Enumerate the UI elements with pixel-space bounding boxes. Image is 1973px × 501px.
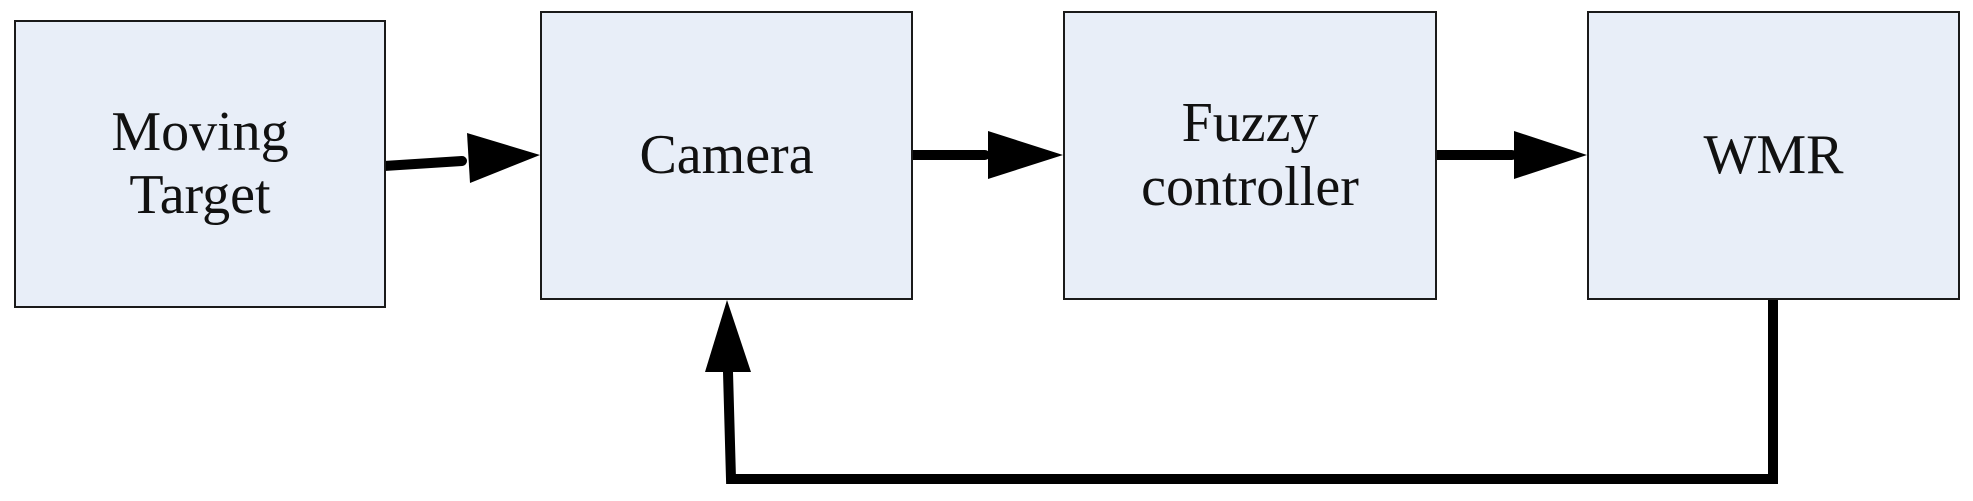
- arrow-camera-to-fuzzy-controller: [905, 131, 1063, 179]
- block-camera-label: Camera: [639, 123, 814, 186]
- feedback-arrow-wmr-to-camera: [705, 295, 1778, 484]
- arrow-moving-target-to-camera: [379, 133, 540, 183]
- block-camera: Camera: [540, 11, 913, 300]
- block-wmr: WMR: [1587, 11, 1960, 300]
- block-moving-target: Moving Target: [14, 20, 386, 308]
- block-wmr-label: WMR: [1703, 123, 1844, 186]
- block-fuzzy-controller-label: Fuzzy controller: [1141, 92, 1359, 218]
- block-fuzzy-controller: Fuzzy controller: [1063, 11, 1437, 300]
- arrow-fuzzy-controller-to-wmr: [1429, 131, 1587, 179]
- block-moving-target-label: Moving Target: [111, 100, 289, 226]
